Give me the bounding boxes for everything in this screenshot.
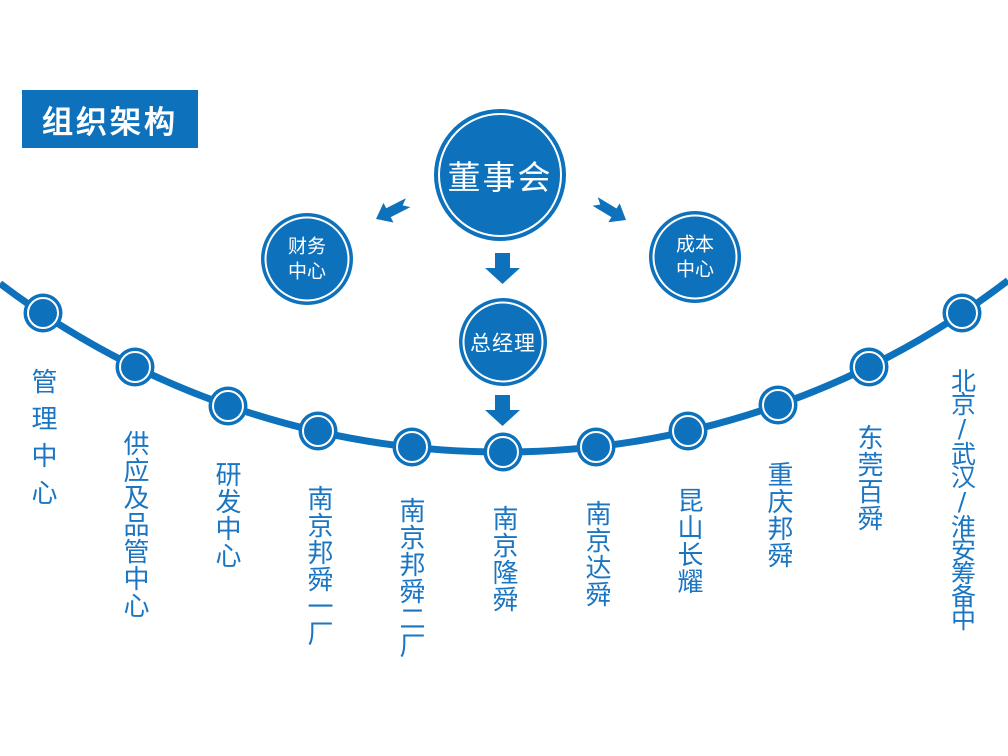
unit-label-nanjing-bangshun-2: 南京邦舜二厂	[395, 497, 425, 659]
unit-label-dongguan-baishun: 东莞百舜	[853, 424, 883, 532]
arrow-down-right-icon	[592, 197, 626, 223]
arrow-down-icon-gm-to-units	[485, 395, 520, 426]
cost-center-node: 成本中心	[652, 214, 738, 300]
unit-node-dot	[672, 415, 704, 447]
general-manager-label: 总经理	[470, 331, 536, 355]
unit-label-management-center: 管理中心	[27, 368, 57, 516]
unit-node-dot	[487, 436, 519, 468]
page-title: 组织架构	[22, 90, 198, 148]
unit-label-kunshan-changyao: 昆山长耀	[673, 487, 703, 595]
unit-label-nanjing-longshun: 南京隆舜	[488, 505, 518, 613]
unit-label-chongqing-bangshun: 重庆邦舜	[763, 461, 793, 569]
unit-node-dot	[853, 351, 885, 383]
board-label: 董事会	[447, 158, 553, 197]
finance-center-node: 财务中心	[264, 216, 350, 302]
arrow-down-icon-board-to-gm	[485, 253, 520, 284]
unit-node-dot	[27, 297, 59, 329]
board-node: 董事会	[438, 113, 562, 237]
unit-label-supply-quality-center: 供应及品管中心	[119, 430, 149, 619]
unit-label-nanjing-dashun: 南京达舜	[581, 500, 611, 608]
unit-node-dot	[580, 431, 612, 463]
unit-label-rd-center: 研发中心	[211, 461, 241, 569]
unit-node-dot	[946, 297, 978, 329]
cost-center-label: 成本中心	[675, 233, 714, 280]
unit-node-dot	[302, 415, 334, 447]
finance-center-label: 财务中心	[287, 235, 326, 282]
unit-node-dot	[119, 351, 151, 383]
general-manager-node: 总经理	[462, 301, 544, 383]
arrow-down-left-icon	[376, 198, 411, 223]
unit-label-nanjing-bangshun-1: 南京邦舜一厂	[303, 485, 333, 647]
unit-node-dot	[212, 390, 244, 422]
unit-label-beijing-wuhan-huaian: 北京/武汉/淮安筹备中	[947, 368, 977, 629]
unit-node-dot	[762, 389, 794, 421]
unit-node-dot	[396, 431, 428, 463]
